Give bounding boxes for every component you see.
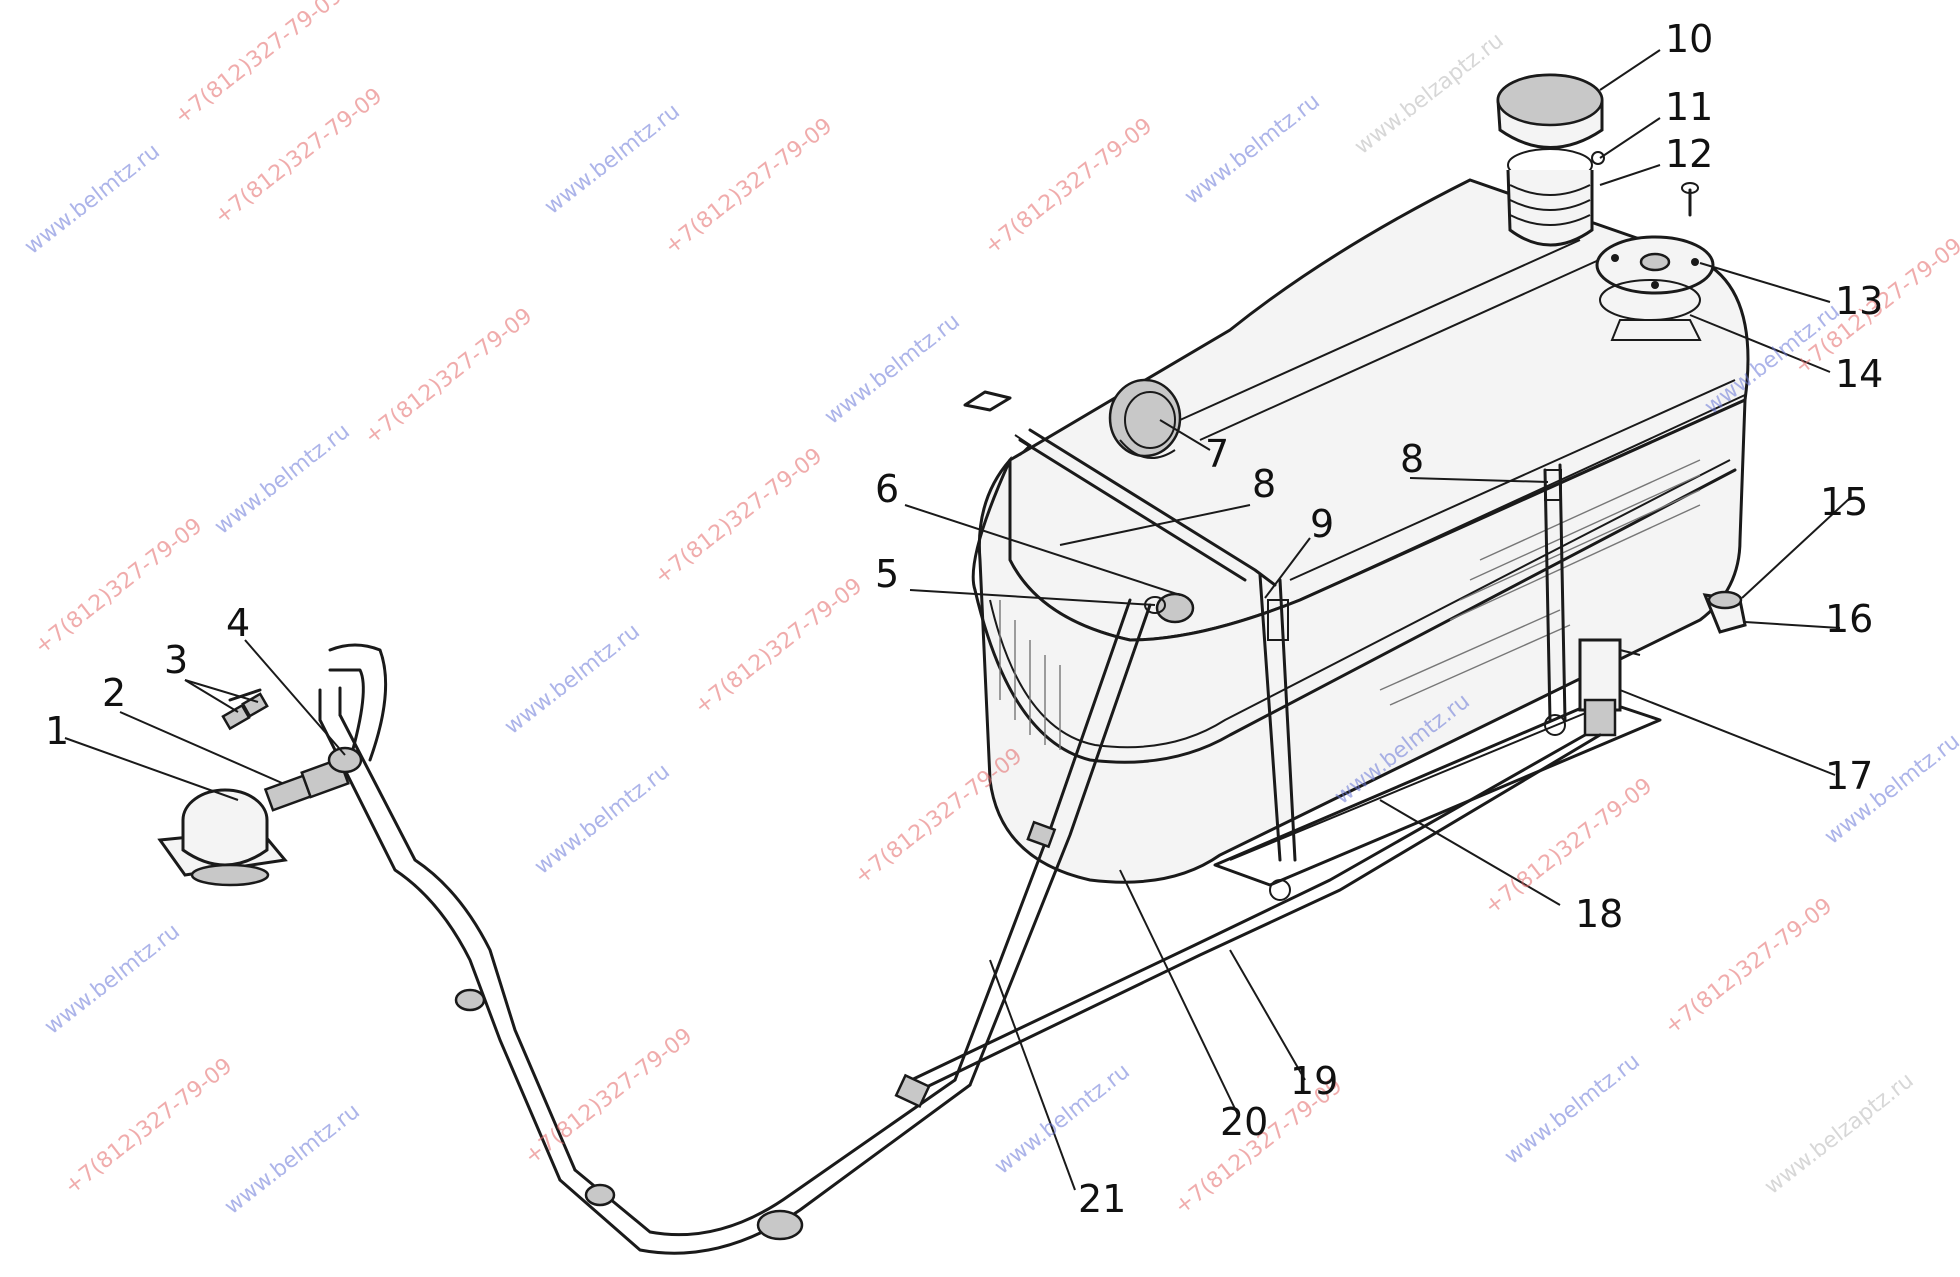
tank-shading (999, 459, 1701, 750)
fuel-gauge-sender (1595, 235, 1715, 341)
callout-21: 21 (1078, 1177, 1127, 1221)
tank-seam (973, 468, 1737, 764)
callout-11: 11 (1665, 85, 1714, 129)
callout-6: 6 (875, 467, 900, 511)
fuel-lines (318, 598, 1602, 1255)
callout-5: 5 (875, 552, 900, 596)
fuel-tap (1578, 638, 1641, 737)
banjo-fittings (221, 688, 363, 812)
callout-9: 9 (1310, 502, 1335, 546)
callout-19: 19 (1290, 1059, 1339, 1103)
callout-15: 15 (1820, 480, 1869, 524)
callout-14: 14 (1835, 352, 1884, 396)
callout-13: 13 (1835, 279, 1884, 323)
callout-4: 4 (226, 601, 251, 645)
tank-straps (1018, 428, 1567, 901)
callout-20: 20 (1220, 1100, 1269, 1144)
tank-front-face (977, 397, 1747, 884)
breather-cap (1108, 378, 1182, 459)
fuel-filter (157, 788, 288, 887)
callout-12: 12 (1665, 132, 1714, 176)
base-plate (1213, 698, 1662, 887)
callout-7: 7 (1205, 432, 1230, 476)
callout-8: 8 (1400, 437, 1425, 481)
callout-17: 17 (1825, 754, 1874, 798)
callout-8: 8 (1252, 462, 1277, 506)
leader-lines (64, 49, 1851, 1191)
callout-18: 18 (1575, 892, 1624, 936)
callout-16: 16 (1825, 597, 1874, 641)
callout-3: 3 (164, 638, 189, 682)
drain-plug (1702, 590, 1747, 634)
callout-10: 10 (1665, 17, 1714, 61)
fuel-tank (971, 178, 1750, 884)
filler-cap-assembly (1496, 73, 1699, 247)
mounting-tab (963, 390, 1012, 412)
callout-1: 1 (45, 709, 70, 753)
callout-2: 2 (102, 671, 127, 715)
